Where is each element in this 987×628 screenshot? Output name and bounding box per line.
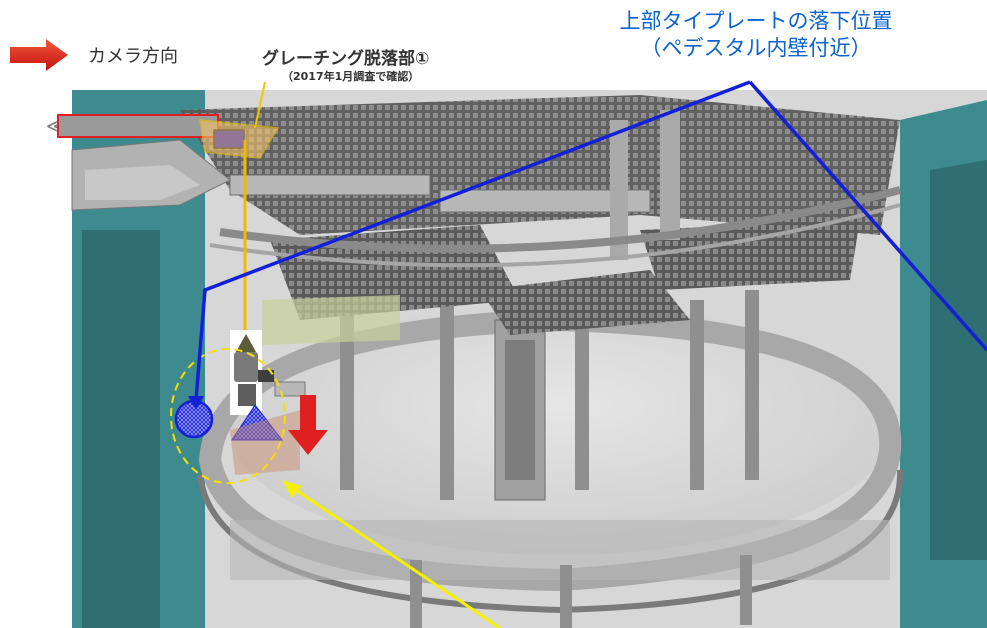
camera-direction-legend: カメラ方向 [8,38,178,72]
plate-position-label: 上部タイプレートの落下位置 （ペデスタル内壁付近） [566,8,946,62]
camera-view-cone [231,404,284,441]
support-post [560,565,572,628]
camera-move-down-arrow-icon [288,395,328,455]
pedestal-floor [230,305,890,555]
support-post [745,290,759,480]
support-post [410,560,422,628]
dropout-callout-line [289,484,501,628]
plate-callout-line [194,80,751,401]
pedestal-model [71,90,987,628]
camera-unit [230,330,306,415]
grating-callout-line [254,81,266,129]
plate-label-line2: （ペデスタル内壁付近） [640,36,872,60]
plate-label-line1: 上部タイプレートの落下位置 [619,9,893,33]
support-post [740,555,752,625]
plate-callout-line-right [748,80,987,352]
support-post [690,300,704,490]
support-post [440,280,454,500]
dropout-callout-arrowhead [282,480,302,498]
red-right-arrow-icon [10,39,68,71]
grating-dropout-title: グレーチング脱落部① [262,49,430,69]
debris-area [230,410,300,475]
support-post [575,290,589,490]
support-post [340,300,354,490]
grating-dropout-area [199,119,280,159]
plate-callout-arrowhead [188,396,204,410]
legend-label: カメラ方向 [88,46,178,67]
dropout-region-circle [170,348,286,484]
grating-platform [180,95,900,235]
grating-dropout-subtitle: （2017年1月調査で確認） [282,70,420,83]
